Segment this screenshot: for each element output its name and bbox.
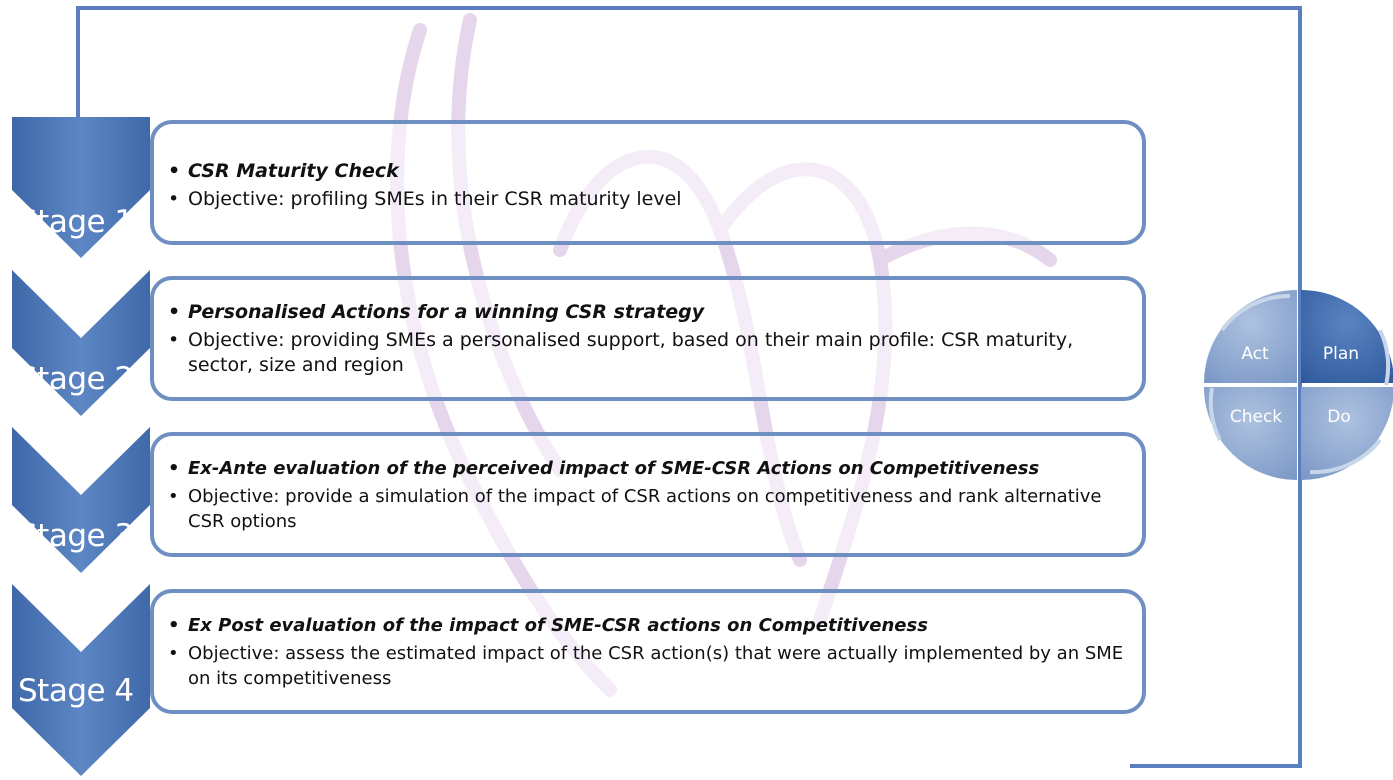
stage-1-panel: CSR Maturity Check Objective: profiling …	[150, 120, 1146, 245]
stage-2-label: Stage 2	[18, 361, 134, 397]
chevron-stage-4	[12, 584, 150, 776]
pdca-check-label: Check	[1229, 407, 1283, 427]
stage-1-label: Stage 1	[18, 204, 134, 240]
stage-chevrons	[12, 117, 150, 776]
quadrant-check	[1204, 387, 1297, 480]
stage-1-objective: Objective: profiling SMEs in their CSR m…	[168, 187, 1130, 212]
pdca-act-label: Act	[1241, 344, 1269, 364]
chevron-stage-3	[12, 427, 150, 573]
cycle-arrow-icon	[1208, 293, 1391, 475]
stage-2-panel: Personalised Actions for a winning CSR s…	[150, 276, 1146, 401]
stage-4-title: Ex Post evaluation of the impact of SME-…	[168, 613, 1130, 638]
pdca-do-label: Do	[1327, 407, 1351, 427]
stage-3-objective: Objective: provide a simulation of the i…	[168, 484, 1130, 534]
feedback-loop-line	[76, 6, 1302, 768]
quadrant-do	[1301, 387, 1393, 480]
chevron-stage-2	[12, 270, 150, 416]
pdca-plan-label: Plan	[1322, 344, 1360, 364]
stage-4-objective: Objective: assess the estimated impact o…	[168, 641, 1130, 691]
stage-4-label: Stage 4	[18, 673, 134, 709]
stage-3-title: Ex-Ante evaluation of the perceived impa…	[168, 456, 1130, 481]
stage-1-title: CSR Maturity Check	[168, 159, 1130, 184]
stage-4-panel: Ex Post evaluation of the impact of SME-…	[150, 589, 1146, 714]
quadrant-plan	[1301, 290, 1393, 383]
quadrant-act	[1204, 290, 1297, 383]
stage-2-objective: Objective: providing SMEs a personalised…	[168, 328, 1130, 378]
pdca-cycle	[1204, 290, 1393, 480]
chevron-stage-1	[12, 117, 150, 258]
stage-3-panel: Ex-Ante evaluation of the perceived impa…	[150, 432, 1146, 557]
stage-2-title: Personalised Actions for a winning CSR s…	[168, 300, 1130, 325]
stage-3-label: Stage 3	[18, 518, 134, 554]
